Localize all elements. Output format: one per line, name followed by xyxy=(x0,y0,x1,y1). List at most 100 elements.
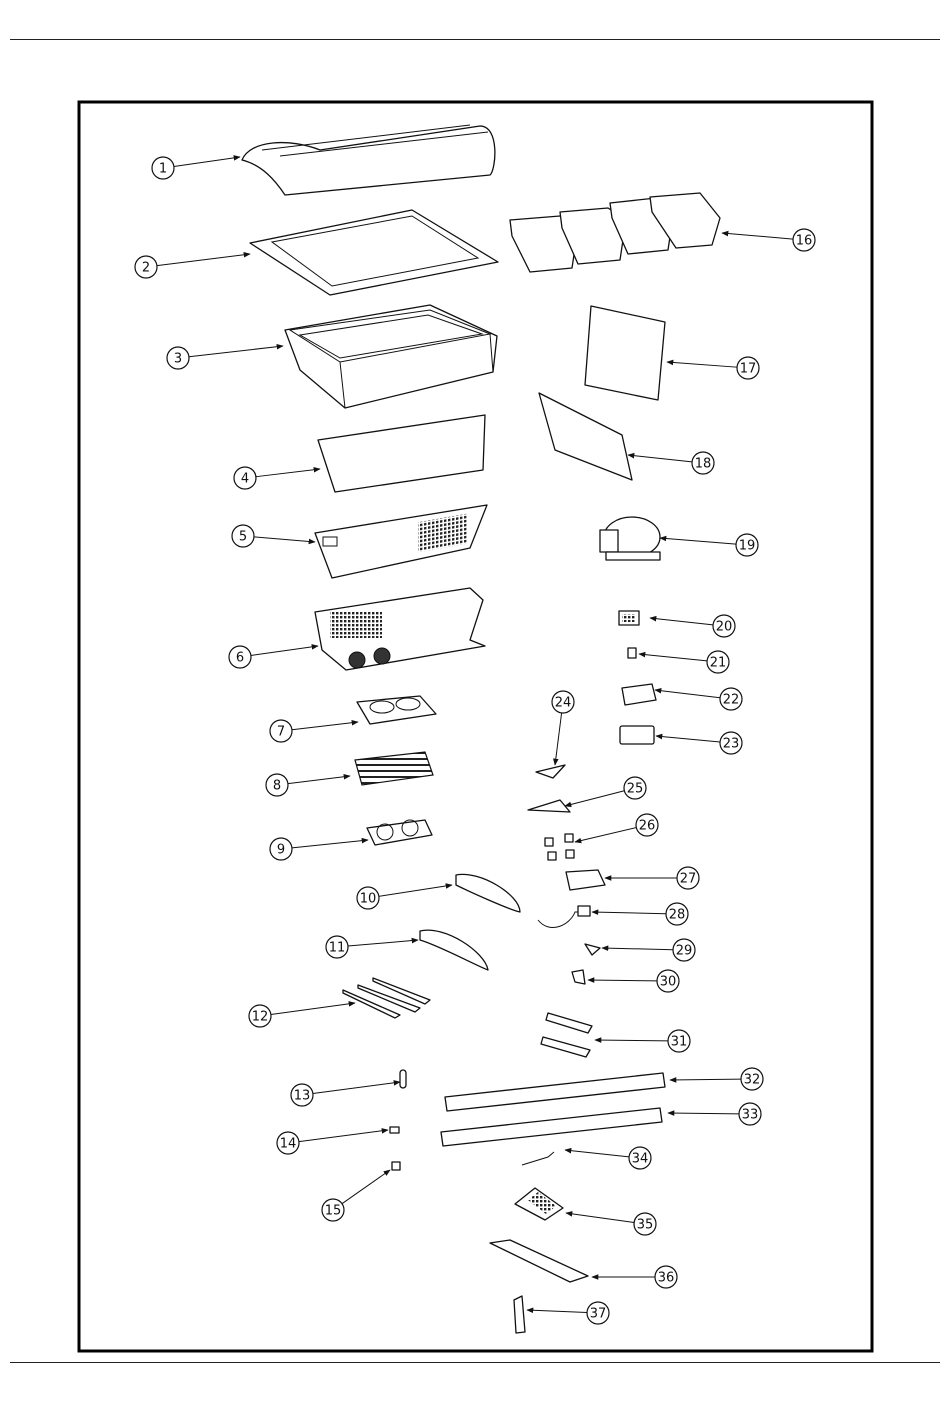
leader-line-16 xyxy=(722,233,793,239)
callout-number: 2 xyxy=(142,261,150,276)
diagram-frame xyxy=(79,102,872,1351)
callout-number: 13 xyxy=(294,1089,311,1104)
callout-number: 26 xyxy=(639,819,656,834)
part-8-evaporator-coil xyxy=(355,752,433,785)
callout-5: 5 xyxy=(232,525,254,547)
part-30-clip xyxy=(572,970,585,984)
callout-number: 10 xyxy=(360,892,377,907)
part-3-inner-tub xyxy=(285,305,497,408)
callout-1: 1 xyxy=(152,157,174,179)
callout-number: 22 xyxy=(723,693,740,708)
part-19-compressor xyxy=(600,517,660,560)
callout-2: 2 xyxy=(135,256,157,278)
callout-30: 30 xyxy=(657,970,679,992)
leader-line-5 xyxy=(254,537,315,542)
leader-line-3 xyxy=(189,346,283,357)
callout-number: 17 xyxy=(740,362,757,377)
part-6-base-chassis xyxy=(315,588,485,670)
callout-29: 29 xyxy=(673,939,695,961)
part-37-bracket xyxy=(514,1296,525,1333)
leader-line-37 xyxy=(527,1310,587,1313)
callout-3: 3 xyxy=(167,347,189,369)
part-24-bracket xyxy=(536,765,565,778)
callout-number: 20 xyxy=(716,620,733,635)
leader-line-21 xyxy=(639,654,707,661)
callout-number: 33 xyxy=(742,1108,759,1123)
leader-line-12 xyxy=(271,1003,355,1015)
callout-number: 7 xyxy=(277,725,285,740)
leader-line-22 xyxy=(655,690,720,698)
part-18-glass-panel xyxy=(539,393,632,480)
callout-16: 16 xyxy=(793,229,815,251)
callout-number: 15 xyxy=(325,1204,342,1219)
part-20-component xyxy=(619,611,639,625)
part-7-fan-bracket xyxy=(357,696,436,724)
callout-number: 1 xyxy=(159,162,167,177)
leader-line-20 xyxy=(650,618,713,625)
callout-number: 34 xyxy=(632,1152,649,1167)
callout-22: 22 xyxy=(720,688,742,710)
callout-8: 8 xyxy=(266,774,288,796)
leader-line-13 xyxy=(313,1082,400,1094)
callout-26: 26 xyxy=(636,814,658,836)
callout-25: 25 xyxy=(624,777,646,799)
leader-line-28 xyxy=(592,912,666,914)
leader-line-24 xyxy=(555,713,562,765)
part-22-controller xyxy=(622,684,656,705)
leader-line-1 xyxy=(174,157,240,166)
callout-number: 16 xyxy=(796,234,813,249)
callout-number: 8 xyxy=(273,779,281,794)
callout-9: 9 xyxy=(270,838,292,860)
callout-number: 36 xyxy=(658,1271,675,1286)
part-33-rail xyxy=(441,1108,662,1146)
leader-line-14 xyxy=(299,1130,388,1142)
callout-number: 32 xyxy=(744,1073,761,1088)
callout-6: 6 xyxy=(229,646,251,668)
leader-line-30 xyxy=(588,980,657,981)
callout-31: 31 xyxy=(668,1030,690,1052)
callout-28: 28 xyxy=(666,903,688,925)
leader-line-18 xyxy=(628,455,692,462)
part-15-clip xyxy=(392,1162,400,1170)
part-26-feet xyxy=(545,834,574,860)
leader-line-26 xyxy=(575,828,636,842)
callout-number: 24 xyxy=(555,696,572,711)
part-36-strip xyxy=(490,1240,588,1282)
callout-number: 28 xyxy=(669,908,686,923)
leader-line-10 xyxy=(379,885,452,896)
leader-line-7 xyxy=(292,722,358,730)
part-35-grille-piece xyxy=(515,1188,563,1220)
leader-line-11 xyxy=(348,940,418,946)
callout-12: 12 xyxy=(249,1005,271,1027)
part-28-cable xyxy=(538,906,590,928)
part-2-glass-frame xyxy=(250,210,498,295)
part-12-slats xyxy=(343,978,430,1018)
callout-34: 34 xyxy=(629,1147,651,1169)
callout-number: 4 xyxy=(241,472,249,487)
callout-17: 17 xyxy=(737,357,759,379)
leader-line-15 xyxy=(342,1170,390,1204)
part-11-curved-cover xyxy=(420,930,488,970)
part-14-clip xyxy=(390,1127,399,1133)
callout-number: 37 xyxy=(590,1307,607,1322)
callout-15: 15 xyxy=(322,1199,344,1221)
part-27-controller-box xyxy=(566,870,605,890)
leader-line-9 xyxy=(292,840,368,848)
part-13-pin xyxy=(400,1070,406,1088)
part-1-canopy-lid xyxy=(242,125,495,195)
part-25-bracket xyxy=(528,800,570,812)
callout-number: 11 xyxy=(329,941,346,956)
part-17-glass-panel xyxy=(585,306,665,400)
leader-line-17 xyxy=(667,362,737,367)
leader-line-31 xyxy=(595,1040,668,1041)
part-23-component xyxy=(620,726,654,744)
callout-18: 18 xyxy=(692,452,714,474)
leader-line-29 xyxy=(602,948,673,950)
part-31-hinges xyxy=(541,1013,592,1057)
callout-number: 12 xyxy=(252,1010,269,1025)
callout-number: 3 xyxy=(174,352,182,367)
callout-13: 13 xyxy=(291,1084,313,1106)
callout-number: 14 xyxy=(280,1137,297,1152)
callout-24: 24 xyxy=(552,691,574,713)
